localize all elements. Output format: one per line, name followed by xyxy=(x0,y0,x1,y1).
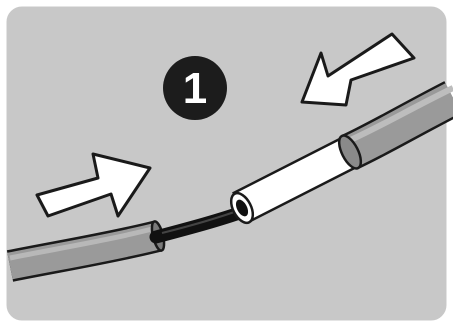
step-number-badge: 1 xyxy=(163,56,227,120)
arrow-pointing-right-icon xyxy=(35,152,152,218)
right-cable xyxy=(337,81,453,170)
step-number: 1 xyxy=(183,64,207,113)
left-cable xyxy=(6,220,166,282)
arrow-pointing-left-icon xyxy=(300,32,416,107)
